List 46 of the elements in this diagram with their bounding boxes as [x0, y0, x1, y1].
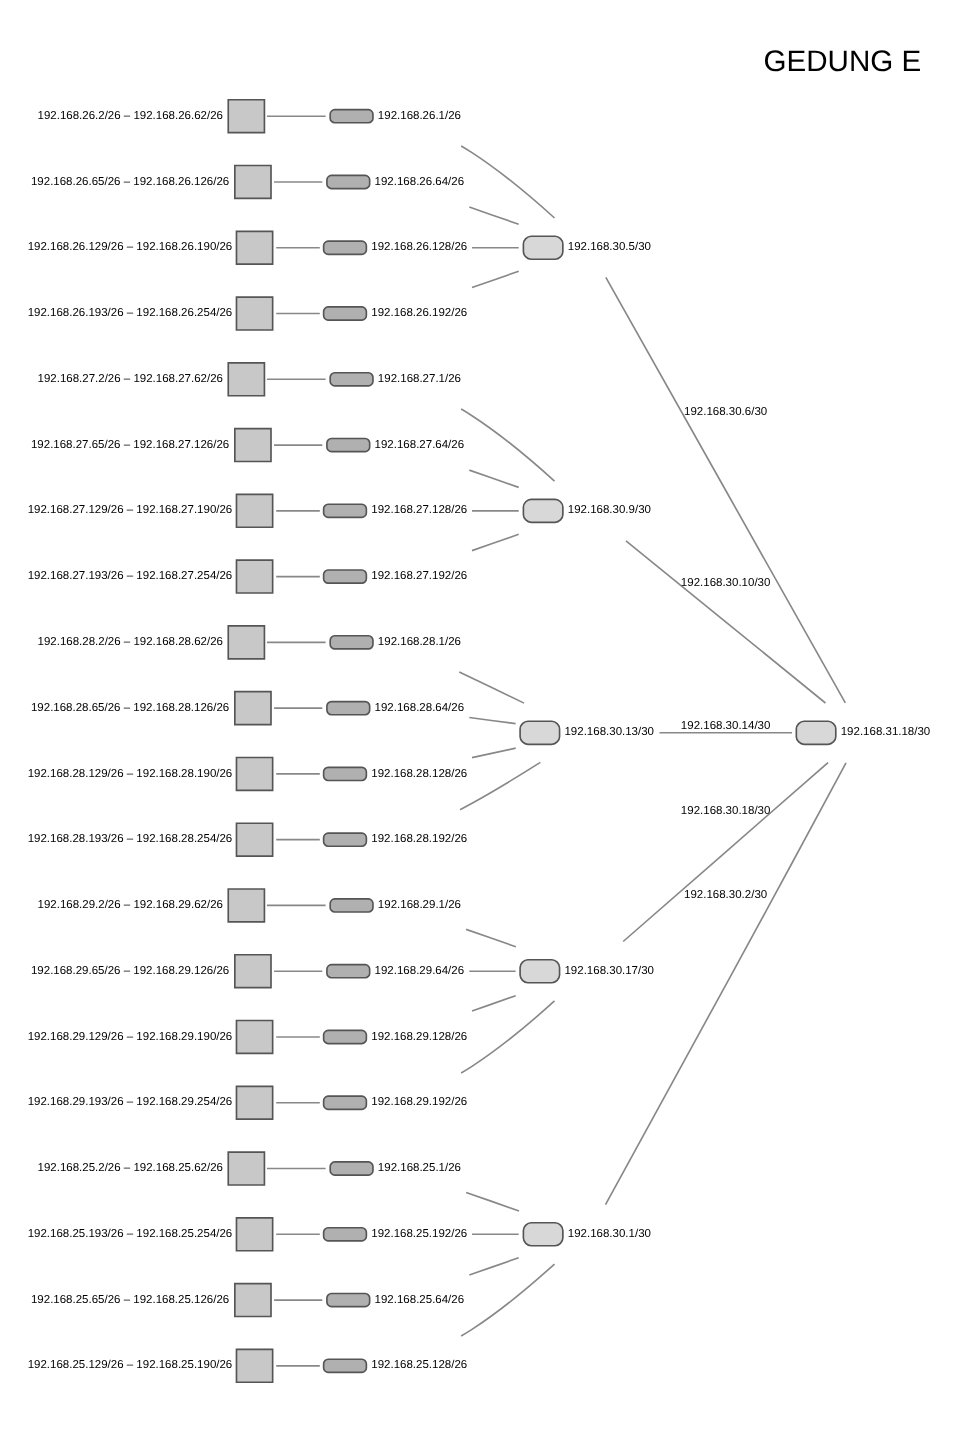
connector: [471, 246, 520, 249]
connector: [471, 510, 520, 512]
connector: [460, 1000, 556, 1074]
connector: [471, 533, 520, 552]
connector: [266, 378, 327, 381]
connector: [471, 1233, 520, 1236]
connector: [460, 1263, 556, 1337]
connector: [471, 994, 517, 1012]
connector: [658, 731, 793, 734]
connector: [460, 408, 556, 482]
connector: [275, 575, 321, 578]
diagram-title: GEDUNG E: [763, 46, 922, 79]
connector: [273, 707, 324, 709]
connector: [266, 1167, 327, 1170]
connector: [458, 671, 525, 704]
connector: [471, 270, 520, 289]
connector: [275, 1233, 321, 1236]
connector: [275, 246, 321, 249]
connector: [275, 312, 321, 315]
connector: [605, 276, 847, 704]
connector: [468, 469, 520, 489]
connector: [460, 145, 556, 219]
connector: [459, 761, 542, 811]
connector: [468, 206, 520, 226]
connector: [273, 444, 324, 446]
connector: [273, 1299, 324, 1301]
connector: [625, 539, 827, 704]
connector: [465, 1191, 520, 1212]
connector: [275, 773, 321, 775]
connector: [275, 1036, 321, 1038]
connector: [468, 1256, 520, 1276]
connector: [266, 904, 327, 907]
connector: [622, 761, 829, 943]
connector: [266, 115, 327, 118]
connector: [275, 1101, 321, 1104]
connector: [275, 838, 321, 841]
connector: [273, 970, 324, 973]
connector: [468, 970, 517, 973]
connector: [468, 716, 517, 725]
connector: [273, 181, 324, 183]
connector: [266, 641, 327, 644]
connector: [471, 747, 517, 759]
connector: [604, 762, 847, 1206]
connector: [465, 928, 517, 948]
connector: [275, 510, 321, 512]
connector: [275, 1365, 321, 1367]
